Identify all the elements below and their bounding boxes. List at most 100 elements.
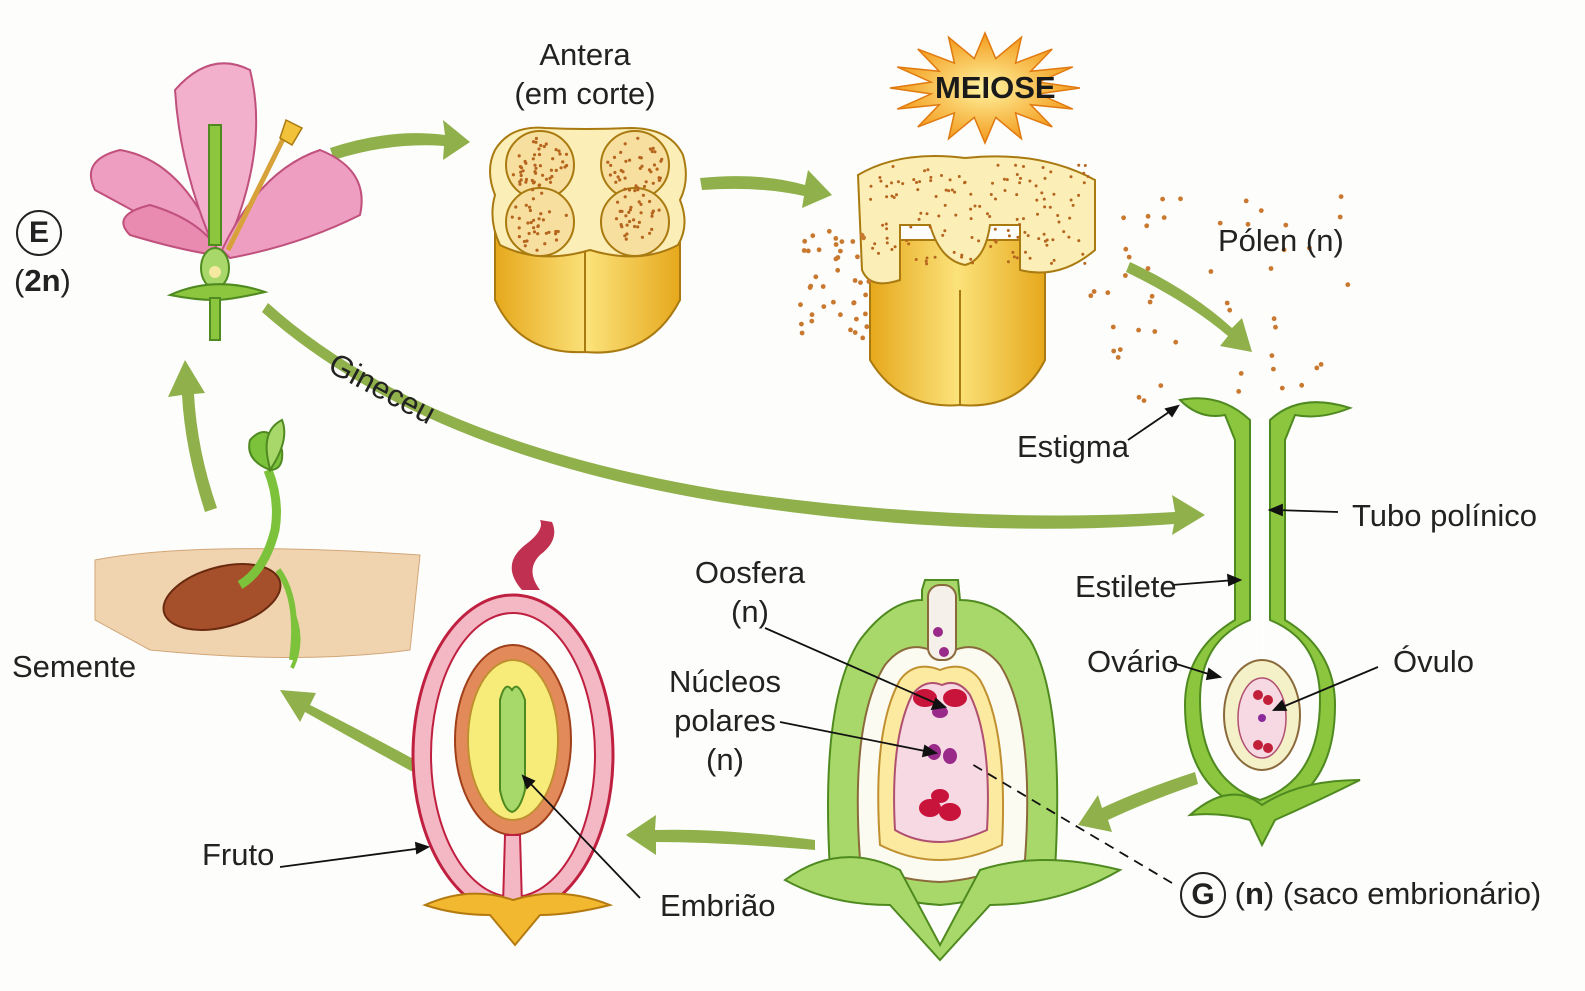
pollen-dot	[650, 149, 654, 154]
pollen-dot	[640, 235, 645, 239]
pollen-dot	[1006, 260, 1010, 264]
pollen-dot	[619, 223, 623, 227]
pollen-dot	[1028, 256, 1032, 260]
pollen-dot	[799, 321, 804, 327]
pollen-dot	[969, 217, 973, 221]
pollen-dot	[657, 208, 661, 212]
opened-anther	[856, 155, 1096, 407]
pollen-dot	[1224, 300, 1230, 306]
pollen-dot	[614, 217, 619, 221]
pollen-dot	[1012, 255, 1016, 259]
pollen-dot	[1269, 353, 1275, 358]
pollen-dot	[1015, 217, 1019, 221]
pollen-dot	[618, 178, 622, 182]
antera-label-line1: Antera	[539, 37, 631, 72]
pollen-dot	[1243, 198, 1249, 204]
arrow-seedling-to-flower	[168, 360, 217, 512]
pollen-dot	[1022, 165, 1025, 168]
pollen-dot	[627, 210, 631, 214]
pollen-dot	[991, 181, 994, 185]
pollen-dot	[1160, 196, 1165, 202]
oosfera-line1: Oosfera	[694, 555, 806, 590]
pollen-dot	[539, 212, 543, 216]
pollen-dot	[651, 181, 655, 185]
pollen-dot	[917, 217, 921, 221]
pollen-dot	[554, 148, 558, 152]
pollen-dot	[978, 204, 982, 208]
pollen-dot	[940, 174, 943, 177]
pollen-dot	[1068, 216, 1072, 220]
pollen-dot	[634, 184, 638, 188]
pollen-dot	[838, 312, 843, 318]
pollen-dot	[914, 258, 918, 261]
pollen-dot	[624, 214, 628, 218]
pollen-dot	[1117, 347, 1123, 352]
pollen-dot	[928, 225, 932, 229]
antera-label: Antera (em corte)	[505, 36, 665, 114]
pollen-dot	[944, 188, 948, 192]
pollen-dot	[885, 184, 889, 188]
pollen-dot	[636, 136, 640, 140]
pollen-dot	[1015, 256, 1019, 260]
pollen-dot	[1018, 223, 1021, 226]
pollen-dot	[1161, 215, 1167, 221]
pollen-grains	[798, 194, 1351, 403]
pollen-dot	[532, 230, 537, 234]
pollen-dot	[1062, 230, 1066, 234]
pollen-dot	[892, 196, 896, 199]
pollen-dot	[969, 192, 973, 196]
pollen-dot	[947, 189, 951, 193]
pollen-dot	[1052, 192, 1056, 196]
pollen-dot	[1227, 307, 1233, 313]
pollen-dot	[885, 236, 889, 240]
pollen-dot	[934, 195, 938, 198]
pollen-dot	[1011, 250, 1015, 254]
pollen-dot	[957, 175, 961, 178]
pollen-dot	[548, 180, 553, 184]
pollen-dot	[871, 246, 875, 250]
pollen-dot	[907, 242, 911, 246]
pollen-dot	[1271, 366, 1276, 372]
pollen-dot	[541, 173, 545, 177]
pollen-dot	[1123, 246, 1129, 252]
pollen-dot	[655, 167, 659, 171]
pollen-dot	[884, 222, 888, 226]
pollen-dot	[537, 147, 541, 151]
pollen-dot	[517, 226, 521, 230]
pollen-dot	[619, 150, 623, 154]
pollen-dot	[993, 238, 996, 242]
pollen-dot	[1005, 178, 1009, 182]
pollen-dot	[538, 164, 543, 168]
pollen-dot	[1083, 164, 1087, 167]
pollen-dot	[1152, 329, 1158, 334]
pollen-dot	[852, 278, 858, 283]
pollen-dot	[1007, 234, 1011, 238]
pollen-dot	[658, 176, 663, 180]
pollen-dot	[954, 213, 958, 217]
pollen-dot	[863, 311, 868, 317]
pollen-dot	[879, 179, 883, 183]
pollen-dot	[869, 184, 873, 188]
pollen-dot	[1307, 245, 1312, 251]
pollen-dot	[544, 231, 549, 235]
pollen-dot	[810, 233, 816, 239]
ovario-label: Ovário	[1087, 644, 1179, 679]
pollen-dot	[1299, 382, 1305, 388]
pollen-dot	[809, 312, 815, 318]
pollen-dot	[613, 170, 617, 175]
pollen-dot	[1023, 230, 1027, 234]
pollen-dot	[948, 178, 952, 182]
pollen-dot	[606, 160, 610, 164]
pollen-dot	[621, 170, 625, 174]
pollen-dot	[826, 228, 832, 234]
pollen-dot	[659, 159, 663, 163]
pollen-dot	[1056, 214, 1060, 217]
pollen-dot	[1144, 223, 1150, 229]
g-ploidy: n	[1244, 876, 1264, 911]
pollen-dot	[637, 200, 641, 204]
pollen-dot	[524, 180, 528, 184]
pollen-dot	[624, 159, 628, 163]
pollen-dot	[1050, 261, 1053, 265]
pollen-dot	[821, 304, 827, 309]
pollen-dot	[905, 239, 908, 242]
